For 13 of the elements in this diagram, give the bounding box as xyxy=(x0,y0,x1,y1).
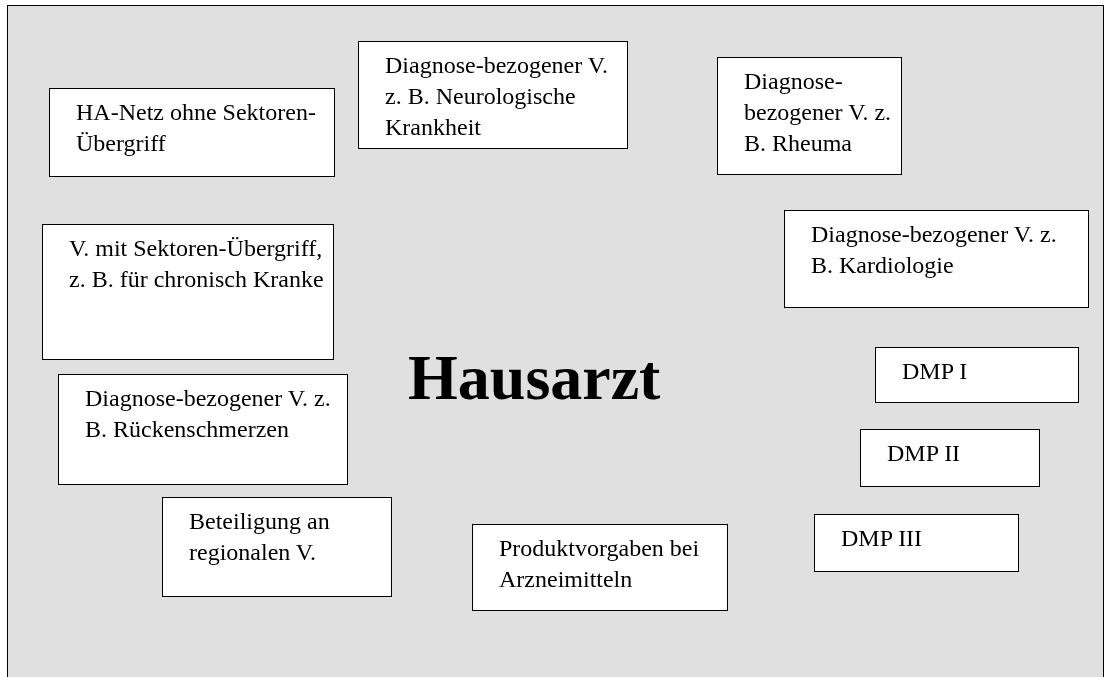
text-box: Diagnose-bezogener V. z. B. Neurologische Krankheit xyxy=(358,41,628,149)
text-box: Produktvorgaben bei Arzneimitteln xyxy=(472,524,728,611)
text-box: Diagnose-bezogener V. z. B. Rheuma xyxy=(717,57,902,175)
text-box: Diagnose-bezogener V. z. B. Kardiologie xyxy=(784,210,1089,308)
text-box: Diagnose-bezogener V. z. B. Rückenschmerzen xyxy=(58,374,348,485)
main-panel xyxy=(7,5,1104,677)
center-title: Hausarzt xyxy=(408,346,661,410)
text-box: DMP III xyxy=(814,514,1019,572)
text-box: DMP II xyxy=(860,429,1040,487)
text-box: DMP I xyxy=(875,347,1079,403)
text-box: Beteiligung an regionalen V. xyxy=(162,497,392,597)
text-box: HA-Netz ohne Sektoren-Übergriff xyxy=(49,88,335,177)
text-box: V. mit Sektoren-Übergriff, z. B. für chronisch Kranke xyxy=(42,224,334,360)
